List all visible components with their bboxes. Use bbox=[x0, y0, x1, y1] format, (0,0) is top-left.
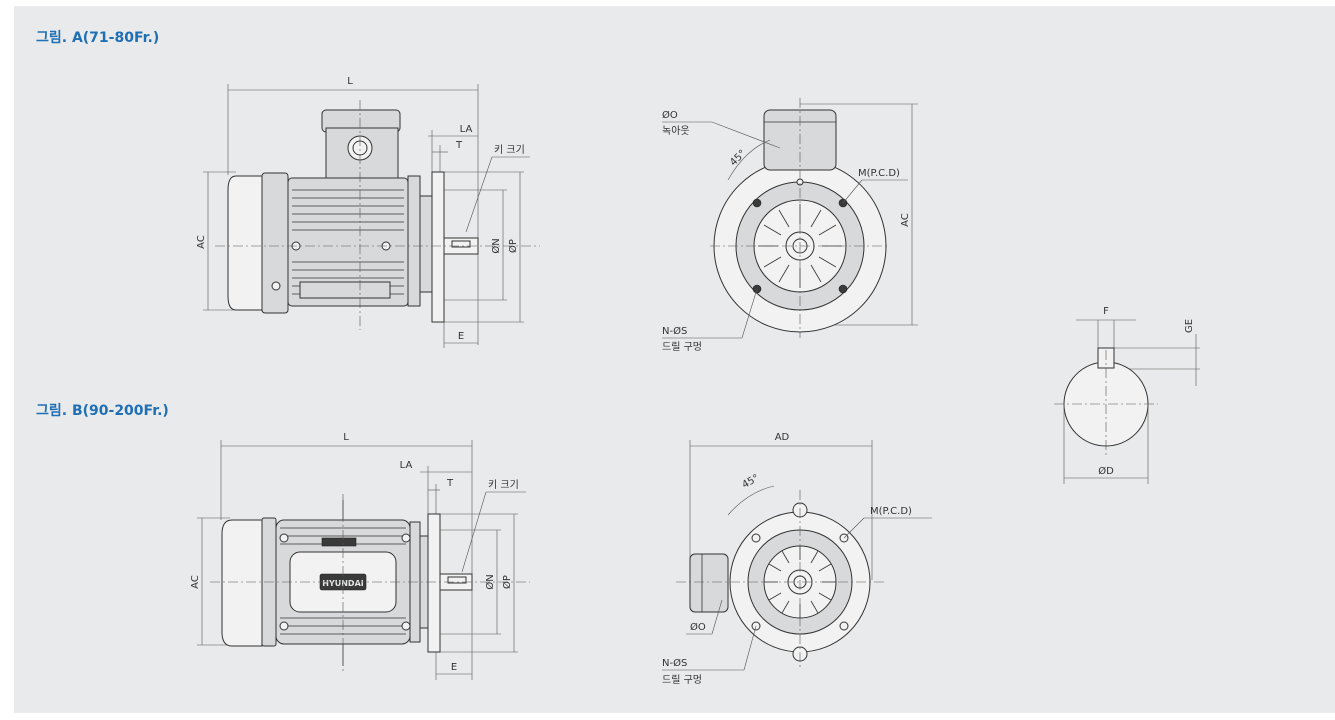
dim-a-LA: LA bbox=[460, 124, 473, 135]
dim-af-O-note: 녹아웃 bbox=[662, 125, 690, 137]
dim-a-key: 키 크기 bbox=[494, 144, 525, 156]
dim-bf-O: ØO bbox=[690, 621, 706, 633]
dim-bf-AD: AD bbox=[775, 432, 790, 443]
dim-shaft-D: ØD bbox=[1098, 465, 1114, 477]
dim-b-E: E bbox=[451, 662, 457, 673]
dim-af-AC: AC bbox=[900, 213, 911, 227]
dim-a-N: ØN bbox=[490, 238, 502, 253]
dim-shaft-GE: GE bbox=[1184, 319, 1195, 333]
dim-af-O: ØO bbox=[662, 109, 678, 121]
figure-a-side-view: L LA T 키 크기 AC ØN ØP E bbox=[196, 76, 540, 348]
dim-af-S: N-ØS bbox=[662, 325, 687, 337]
dim-a-AC: AC bbox=[196, 235, 207, 249]
dim-bf-S: N-ØS bbox=[662, 657, 687, 669]
figure-b-front-view: AD bbox=[662, 432, 932, 686]
dim-b-T: T bbox=[446, 478, 454, 489]
dim-af-angle: 45° bbox=[728, 148, 748, 168]
dim-bf-M: M(P.C.D) bbox=[870, 506, 912, 517]
dim-b-AC: AC bbox=[190, 575, 201, 589]
dim-af-S-note: 드릴 구멍 bbox=[662, 340, 702, 353]
dim-b-key: 키 크기 bbox=[488, 479, 519, 491]
dim-b-L: L bbox=[343, 432, 349, 443]
figure-b-side-view: L LA T 키 크기 AC ØN ØP E bbox=[190, 432, 530, 680]
dim-a-E: E bbox=[458, 331, 464, 342]
shaft-detail: F GE ØD bbox=[1054, 306, 1200, 484]
dim-a-L: L bbox=[347, 76, 353, 87]
figure-a-title: 그림. A(71-80Fr.) bbox=[36, 30, 160, 46]
dim-a-T: T bbox=[455, 140, 463, 151]
dim-bf-S-note: 드릴 구멍 bbox=[662, 673, 702, 686]
brand-plate: HYUNDAI bbox=[322, 579, 364, 588]
figure-a-front-view: AC bbox=[662, 98, 918, 353]
figure-b-title: 그림. B(90-200Fr.) bbox=[36, 403, 169, 419]
dim-shaft-F: F bbox=[1103, 306, 1109, 317]
dim-bf-angle: 45° bbox=[740, 473, 761, 491]
dim-b-LA: LA bbox=[400, 460, 413, 471]
dim-af-M: M(P.C.D) bbox=[858, 168, 900, 179]
